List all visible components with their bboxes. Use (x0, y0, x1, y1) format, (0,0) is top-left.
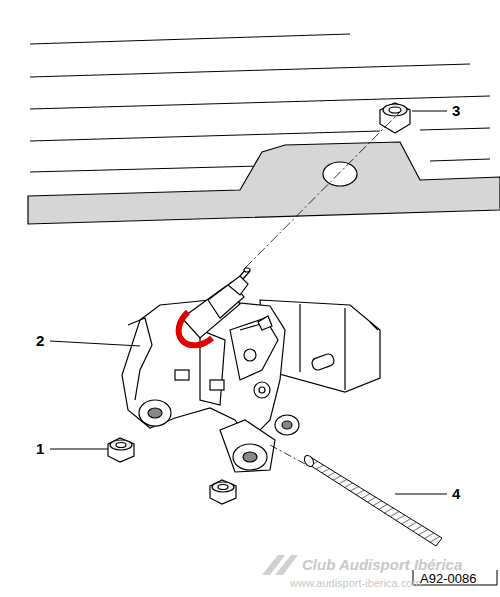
callout-number: 3 (452, 102, 460, 119)
callout-number: 2 (36, 332, 44, 349)
figure-code: A92-0086 (420, 571, 476, 586)
callout-number: 4 (452, 485, 460, 502)
watermark: Club Audisport Ibérica (302, 556, 462, 573)
callout-number: 1 (36, 440, 44, 457)
watermark-url: www.audisport-iberica.com (290, 577, 421, 589)
